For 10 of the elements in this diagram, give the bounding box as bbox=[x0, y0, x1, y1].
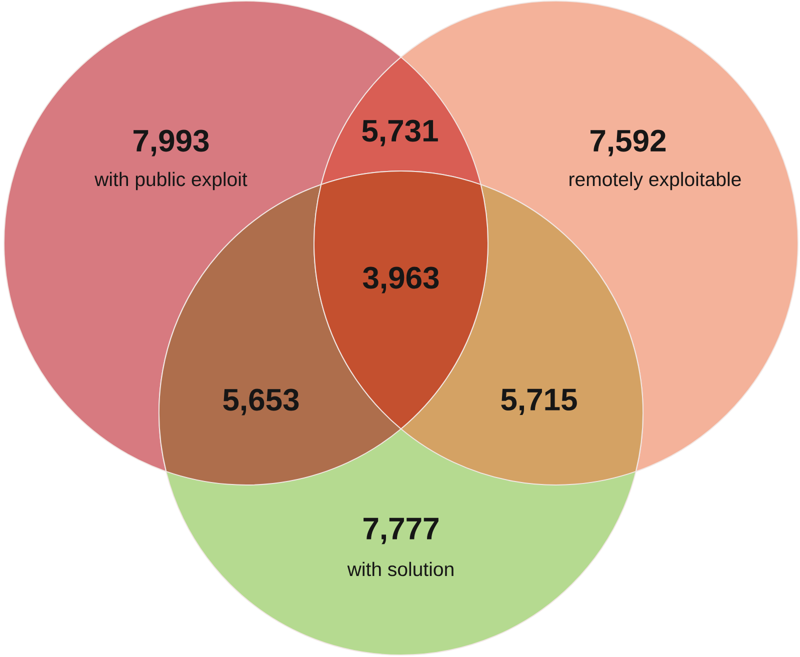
set-label: remotely exploitable bbox=[570, 172, 741, 190]
count-value: 7,777 bbox=[364, 518, 438, 544]
count-value: 3,963 bbox=[362, 266, 439, 294]
count-value: 7,592 bbox=[590, 130, 666, 156]
count-value: 5,715 bbox=[501, 388, 577, 416]
count-value: 7,993 bbox=[134, 130, 209, 156]
count-value: 5,731 bbox=[362, 120, 438, 146]
set-label: with public exploit bbox=[94, 172, 248, 190]
set-label: with solution bbox=[347, 562, 454, 576]
count-value: 5,653 bbox=[223, 388, 299, 416]
